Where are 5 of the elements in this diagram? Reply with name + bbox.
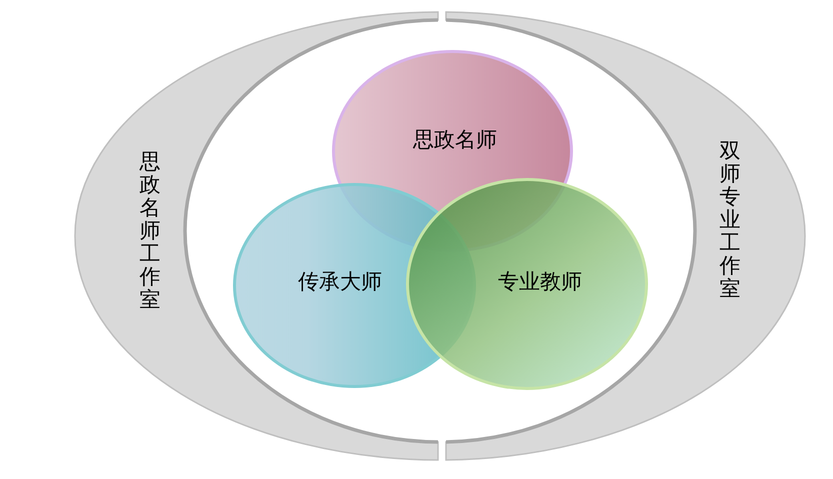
circle-label: 思政名师 bbox=[413, 128, 497, 152]
circle-label: 专业教师 bbox=[498, 270, 582, 294]
circle-label: 传承大师 bbox=[298, 270, 382, 294]
ring-label: 思政名师工作室 bbox=[139, 150, 161, 312]
ring-label: 双师专业工作室 bbox=[719, 140, 741, 300]
